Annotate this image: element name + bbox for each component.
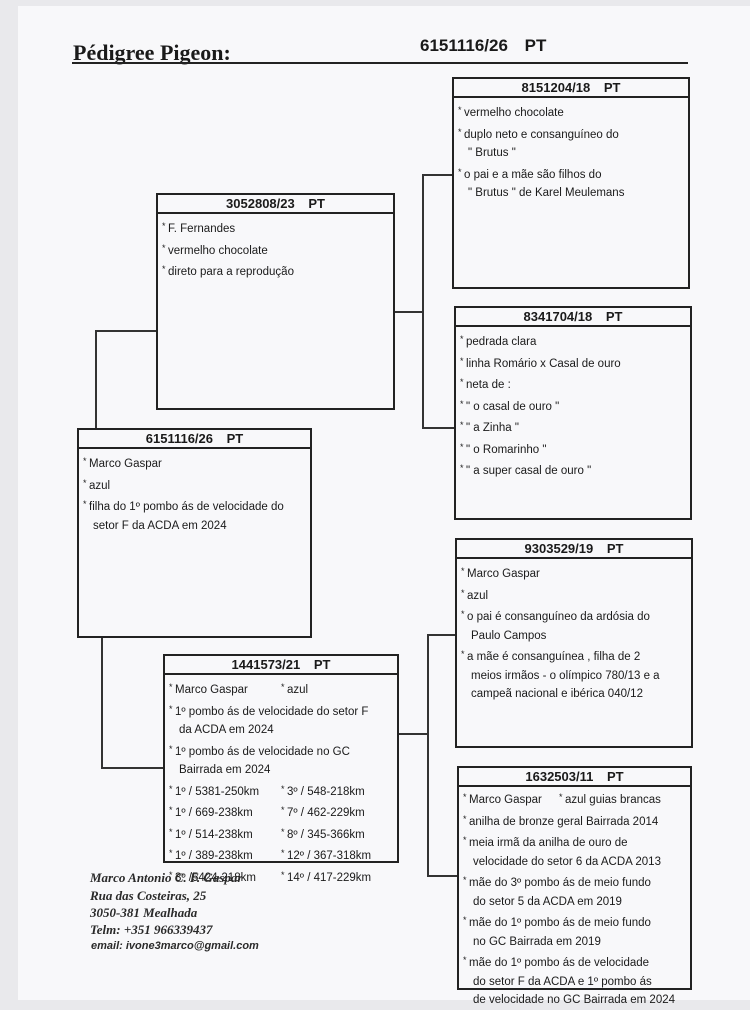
dam-sire-line: a mãe é consanguínea , filha de 2	[461, 645, 687, 667]
dam-result: 1º / 514-238km	[169, 823, 281, 845]
connector-line	[101, 636, 103, 768]
dam-line: 1º pombo ás de velocidade do setor F	[169, 700, 393, 722]
sire-sire-line: o pai e a mãe são filhos do	[458, 163, 684, 185]
subject-line: azul	[83, 474, 306, 496]
connector-line	[427, 875, 457, 877]
sire-dam-line: " a Zinha "	[460, 416, 686, 438]
dam-dam-line: velocidade do setor 6 da ACDA 2013	[473, 855, 661, 868]
dam-result: 1º / 5381-250km	[169, 780, 281, 802]
sire-ring-number: 3052808/23 PT	[158, 195, 393, 214]
dam-dam-line: mãe do 3º pombo ás de meio fundo	[463, 871, 686, 893]
dam-dam-line: mãe do 1º pombo ás de velocidade	[463, 951, 686, 973]
sire-dam-ring-number: 8341704/18 PT	[456, 308, 690, 327]
subject-card: 6151116/26 PT Marco Gaspar azul filha do…	[77, 428, 312, 638]
owner-email: email: ivone3marco@gmail.com	[91, 940, 259, 952]
title-underline	[72, 62, 688, 64]
dam-dam-card: 1632503/11 PT Marco Gaspar azul guias br…	[457, 766, 692, 1006]
dam-result: 14º / 417-229km	[281, 866, 393, 888]
dam-result: 3º / 548-218km	[281, 780, 393, 802]
dam-sire-line: campeã nacional e ibérica 040/12	[471, 688, 643, 700]
title-ring-number: 6151116/26 PT	[420, 36, 547, 55]
owner-street: Rua das Costeiras, 25	[90, 888, 207, 903]
connector-line	[101, 767, 164, 769]
dam-result: 7º / 462-229km	[281, 801, 393, 823]
sire-line: direto para a reprodução	[162, 260, 389, 282]
connector-line	[422, 427, 454, 429]
connector-line	[427, 634, 455, 636]
subject-line: filha do 1º pombo ás de velocidade do	[83, 495, 306, 517]
sire-dam-line: " o Romarinho "	[460, 438, 686, 460]
owner-city: 3050-381 Mealhada	[90, 905, 198, 920]
connector-line	[394, 311, 423, 313]
sire-sire-card: 8151204/18 PT vermelho chocolate duplo n…	[452, 77, 690, 289]
sire-dam-line: neta de :	[460, 373, 686, 395]
dam-result: 12º / 367-318km	[281, 844, 393, 866]
dam-sire-line: meios irmãos - o olímpico 780/13 e a	[471, 669, 660, 682]
dam-dam-line: do setor F da ACDA e 1º pombo ás	[473, 975, 652, 988]
dam-dam-line: anilha de bronze geral Bairrada 2014	[463, 810, 686, 832]
sire-sire-line: " Brutus "	[468, 147, 516, 159]
dam-sire-line: o pai é consanguíneo da ardósia do	[461, 605, 687, 627]
sire-sire-ring-number: 8151204/18 PT	[454, 79, 688, 98]
sire-dam-line: pedrada clara	[460, 330, 686, 352]
sire-dam-line: " o casal de ouro "	[460, 395, 686, 417]
owner-phone: Telm: +351 966339437	[90, 922, 213, 937]
connector-line	[422, 174, 424, 428]
dam-result: 1º / 389-238km	[169, 844, 281, 866]
sire-dam-card: 8341704/18 PT pedrada clara linha Romári…	[454, 306, 692, 520]
dam-line: da ACDA em 2024	[179, 724, 274, 736]
dam-result: 3º /5424-218km	[169, 866, 281, 888]
sire-line: vermelho chocolate	[162, 239, 389, 261]
dam-sire-line: Paulo Campos	[471, 629, 547, 642]
connector-line	[95, 330, 157, 332]
page-title: Pédigree Pigeon:	[73, 40, 231, 65]
dam-line: 1º pombo ás de velocidade no GC	[169, 740, 393, 762]
subject-line: Marco Gaspar	[83, 452, 306, 474]
dam-sire-card: 9303529/19 PT Marco Gaspar azul o pai é …	[455, 538, 693, 748]
connector-line	[398, 733, 428, 735]
dam-card: 1441573/21 PT Marco Gaspar azul 1º pombo…	[163, 654, 399, 884]
dam-dam-color: azul guias brancas	[559, 788, 686, 810]
sire-sire-line: duplo neto e consanguíneo do	[458, 123, 684, 145]
sire-line: F. Fernandes	[162, 217, 389, 239]
dam-dam-line: de velocidade no GC Bairrada em 2024	[473, 994, 676, 1006]
sire-card: 3052808/23 PT F. Fernandes vermelho choc…	[156, 193, 395, 410]
connector-line	[422, 174, 454, 176]
dam-dam-ring-number: 1632503/11 PT	[459, 768, 690, 787]
sire-dam-line: " a super casal de ouro "	[460, 459, 686, 481]
connector-line	[95, 330, 97, 428]
sire-dam-line: linha Romário x Casal de ouro	[460, 352, 686, 374]
dam-color: azul	[281, 678, 393, 700]
dam-dam-line: mãe do 1º pombo ás de meio fundo	[463, 911, 686, 933]
dam-sire-ring-number: 9303529/19 PT	[457, 540, 691, 559]
subject-ring-number: 6151116/26 PT	[79, 430, 310, 449]
connector-line	[427, 634, 429, 876]
dam-line: Bairrada em 2024	[179, 764, 271, 776]
dam-dam-line: meia irmã da anilha de ouro de	[463, 831, 686, 853]
owner-name: Marco Antonio C. F. Gaspar	[90, 870, 243, 885]
dam-sire-line: Marco Gaspar	[461, 562, 687, 584]
sire-sire-line: vermelho chocolate	[458, 101, 684, 123]
dam-result: 8º / 345-366km	[281, 823, 393, 845]
subject-line: setor F da ACDA em 2024	[93, 519, 227, 532]
dam-dam-line: no GC Bairrada em 2019	[473, 935, 601, 948]
sire-sire-line: " Brutus " de Karel Meulemans	[468, 187, 625, 199]
dam-sire-line: azul	[461, 584, 687, 606]
dam-dam-line: do setor 5 da ACDA em 2019	[473, 895, 622, 908]
dam-result: 1º / 669-238km	[169, 801, 281, 823]
dam-ring-number: 1441573/21 PT	[165, 656, 397, 675]
dam-owner: Marco Gaspar	[169, 678, 281, 700]
dam-dam-owner: Marco Gaspar	[463, 788, 559, 810]
